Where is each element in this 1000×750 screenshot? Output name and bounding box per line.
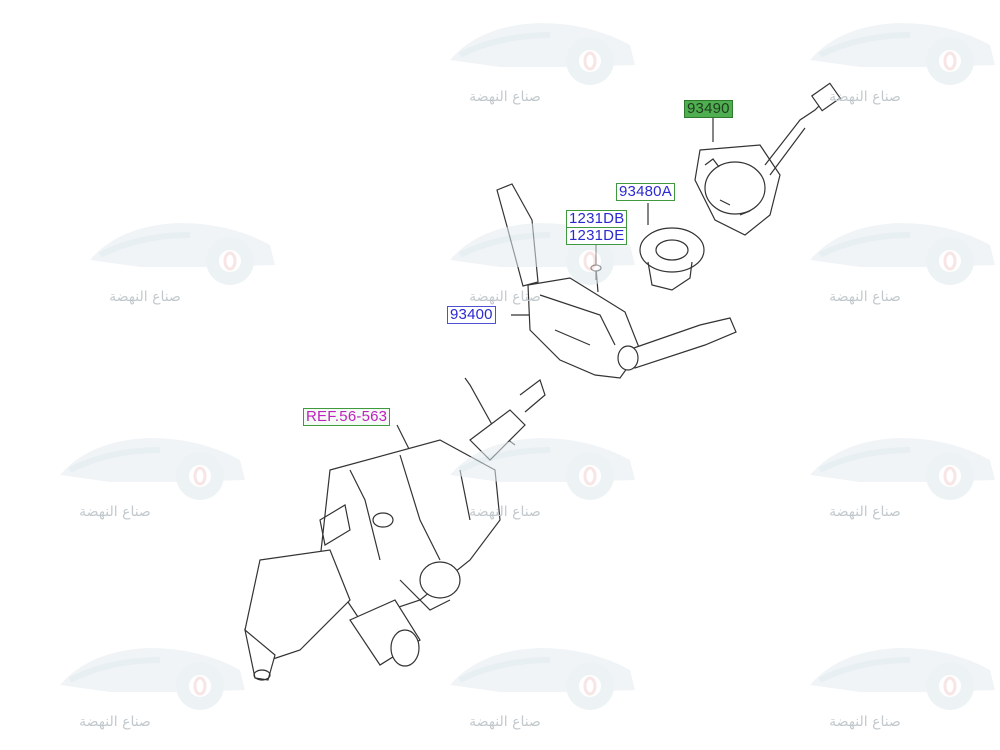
callout-1231DE[interactable]: 1231DE: [566, 227, 628, 245]
callout-93480A[interactable]: 93480A: [616, 183, 675, 201]
steering-angle-sensor-part: [639, 227, 705, 291]
callout-1231DB[interactable]: 1231DB: [566, 210, 628, 228]
callout-93400[interactable]: 93400: [447, 306, 496, 324]
callout-93490[interactable]: 93490: [684, 100, 733, 118]
clock-spring-part: [694, 82, 842, 236]
callout-ref-56-563[interactable]: REF.56-563: [303, 408, 391, 426]
steering-column-part: [244, 377, 546, 681]
